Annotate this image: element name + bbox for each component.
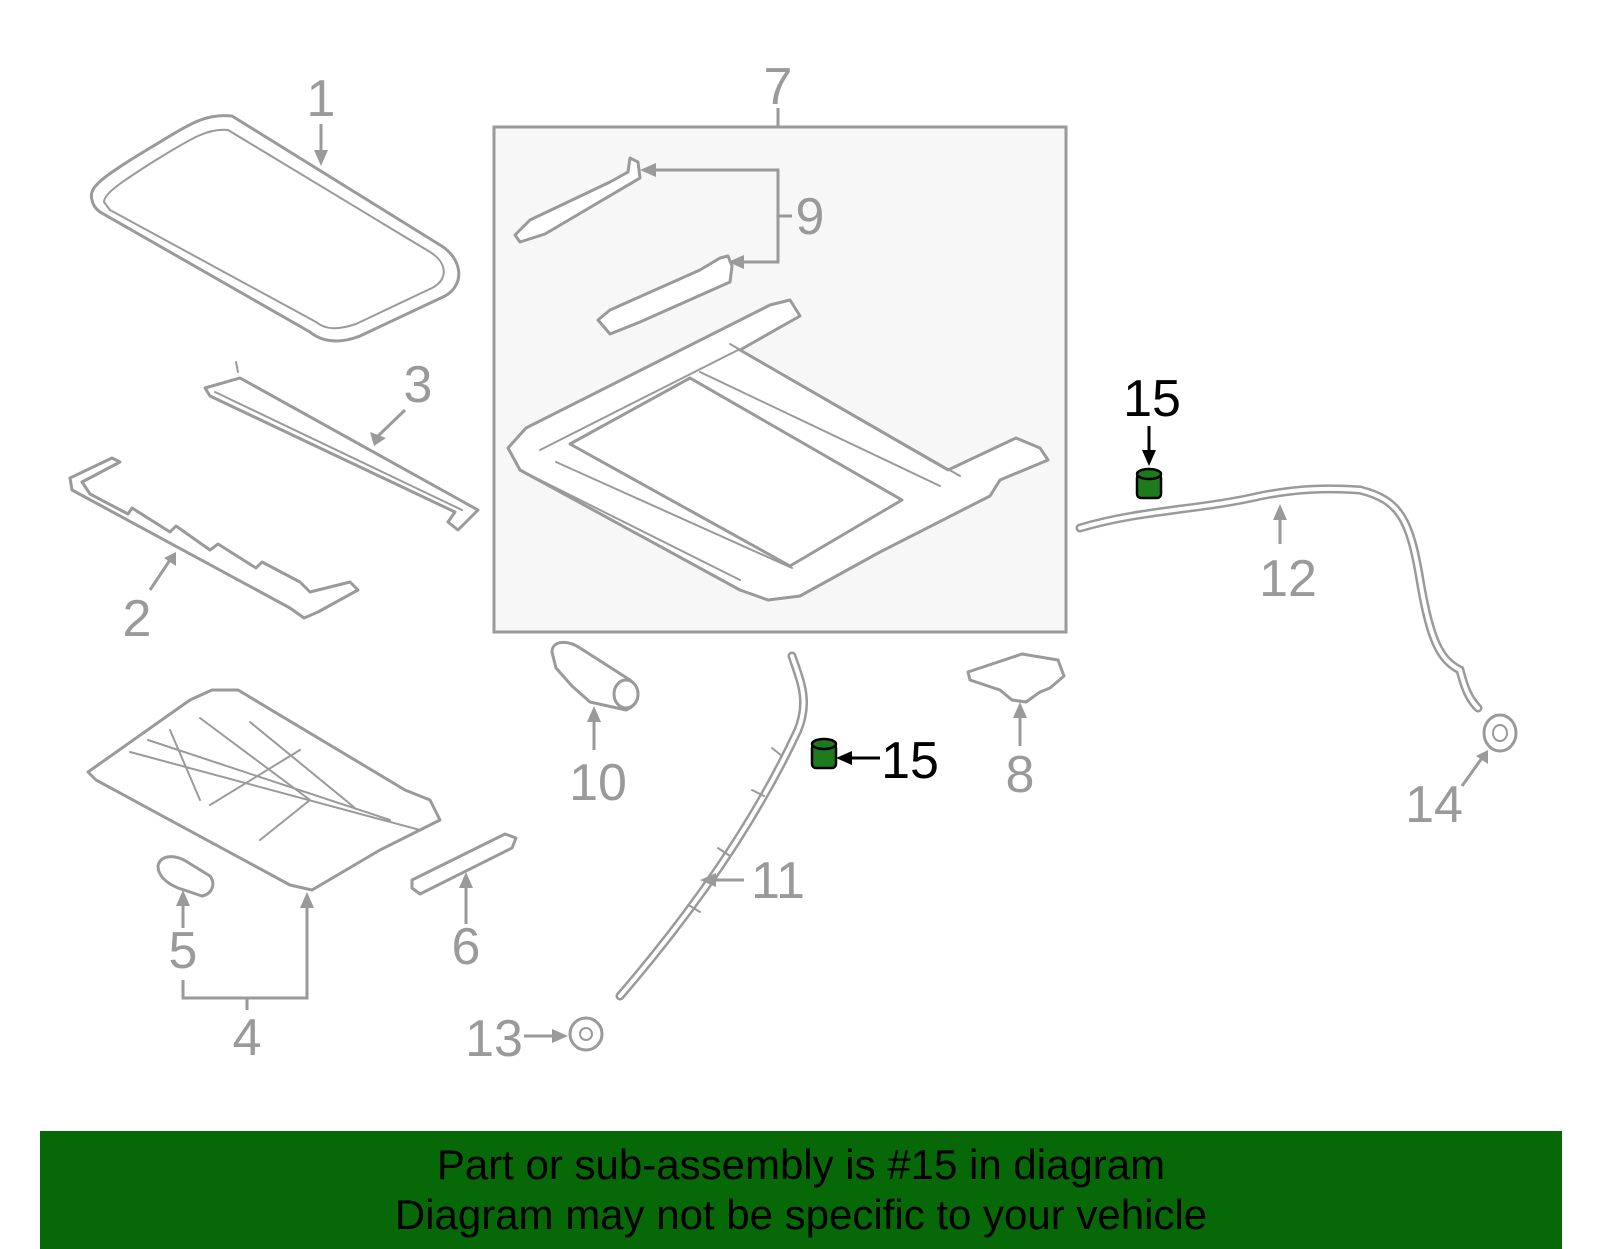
part-9-upper-guide: [513, 156, 642, 244]
callout-2: 2: [123, 590, 152, 648]
part-10-motor: [550, 641, 640, 712]
callout-3: 3: [404, 356, 433, 414]
part-15-clip-upper: [1135, 467, 1163, 500]
part-13-grommet: [568, 1016, 604, 1052]
callout-8: 8: [1006, 746, 1035, 804]
part-12-drain-hose: [1075, 484, 1483, 713]
part-2-deflector: [68, 456, 360, 620]
frame-opening: [568, 376, 904, 568]
callout-1: 1: [307, 70, 336, 128]
part-5-handle: [156, 855, 215, 898]
callout-7: 7: [764, 58, 793, 116]
callout-15-upper: 15: [1123, 370, 1181, 428]
callout-14: 14: [1405, 776, 1463, 834]
part-14-grommet: [1482, 713, 1518, 753]
banner-line-2: Diagram may not be specific to your vehi…: [394, 1191, 1208, 1238]
part-7-frame-assembly-box: [492, 125, 1068, 634]
callout-4: 4: [233, 1009, 262, 1067]
info-banner: Part or sub-assembly is #15 in diagram D…: [40, 1131, 1562, 1249]
part-9-lower-guide: [596, 254, 734, 336]
parts-diagram: 1 3 2 5 4 6 7 9 10 8 11 12 13 14 15 15: [68, 58, 1518, 1068]
part-6-trim-strip: [410, 832, 518, 896]
leader-lines: [148, 108, 1488, 1043]
callout-11: 11: [751, 852, 805, 910]
callout-12: 12: [1259, 550, 1317, 608]
callout-13: 13: [465, 1010, 523, 1068]
callout-15-lower: 15: [881, 732, 939, 790]
banner-line-1: Part or sub-assembly is #15 in diagram: [436, 1141, 1166, 1188]
callout-10: 10: [569, 754, 627, 812]
part-11-drain-hose: [615, 651, 809, 1001]
callout-5: 5: [169, 922, 198, 980]
callout-9: 9: [796, 188, 825, 246]
part-1-glass-panel: [89, 114, 461, 343]
part-15-clip-lower: [810, 737, 838, 770]
part-4-sunshade: [86, 688, 442, 892]
part-3-seal-rail: [203, 361, 480, 532]
part-8-bracket: [966, 652, 1066, 704]
callout-6: 6: [452, 918, 481, 976]
